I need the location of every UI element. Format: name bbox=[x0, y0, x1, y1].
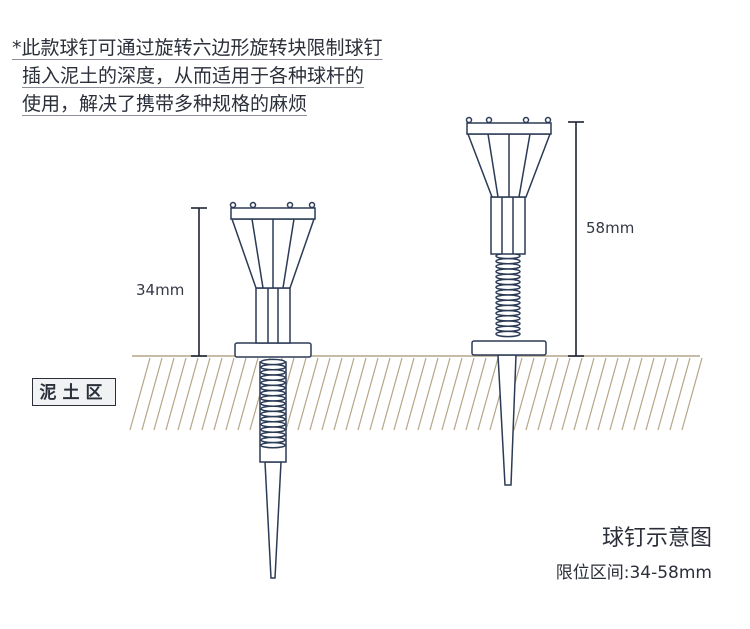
hatch-line bbox=[441, 357, 463, 431]
hatch-line bbox=[369, 357, 391, 431]
hatch-line bbox=[213, 357, 235, 431]
dimension-label-tall: 58mm bbox=[586, 219, 635, 237]
spring-coil bbox=[260, 374, 286, 381]
spring-coil bbox=[495, 325, 521, 333]
hatch-line bbox=[201, 357, 223, 431]
hatch-line bbox=[165, 357, 187, 431]
hatch-line bbox=[225, 357, 247, 431]
dimension-tall bbox=[568, 121, 584, 357]
spring-coil bbox=[260, 441, 286, 449]
hatch-line bbox=[393, 357, 415, 431]
spring-coil bbox=[495, 309, 521, 317]
hatch-line bbox=[141, 357, 163, 431]
note-line-1: *此款球钉可通过旋转六边形旋转块限制球钉 bbox=[12, 37, 383, 59]
spring-coil bbox=[495, 315, 521, 322]
spring-coil bbox=[260, 436, 286, 444]
hatch-line bbox=[657, 357, 679, 431]
spring-coil bbox=[495, 320, 521, 327]
hatch-line bbox=[381, 357, 403, 431]
diagram-caption: 球钉示意图 bbox=[601, 526, 712, 551]
hatch-line bbox=[537, 357, 559, 431]
hatch-line bbox=[633, 357, 655, 431]
hatch-line bbox=[465, 357, 487, 431]
hatch-line bbox=[513, 357, 535, 431]
spring-coil bbox=[260, 389, 286, 397]
hatch-line bbox=[549, 357, 571, 431]
hatch-line bbox=[297, 357, 319, 431]
hatch-line bbox=[345, 357, 367, 431]
hatch-line bbox=[405, 357, 427, 431]
hatch-line bbox=[597, 357, 619, 431]
hatch-line bbox=[585, 357, 607, 431]
limit-range-text: 限位区间:34-58mm bbox=[555, 563, 712, 583]
hatch-line bbox=[681, 357, 703, 431]
spring-coil bbox=[495, 294, 521, 301]
spring-coil bbox=[260, 405, 286, 413]
spring-coil bbox=[260, 410, 286, 418]
soil-hatching bbox=[129, 357, 703, 431]
hatch-line bbox=[573, 357, 595, 431]
hatch-line bbox=[645, 357, 667, 431]
hatch-line bbox=[525, 357, 547, 431]
hatch-line bbox=[357, 357, 379, 431]
spring-coil bbox=[495, 263, 521, 270]
spring-coil bbox=[260, 400, 286, 407]
spring-coil bbox=[260, 395, 286, 402]
hatch-line bbox=[417, 357, 439, 431]
spring-coil bbox=[260, 358, 286, 366]
spring-coil bbox=[260, 384, 286, 392]
spring-coil bbox=[495, 299, 521, 307]
note-line-2: 插入泥土的深度，从而适用于各种球杆的 bbox=[22, 65, 365, 87]
soil-zone-label: 泥土区 bbox=[32, 378, 116, 406]
hatch-line bbox=[561, 357, 583, 431]
dimension-label-short: 34mm bbox=[136, 281, 185, 299]
hatch-line bbox=[669, 357, 691, 431]
spring-coil bbox=[260, 421, 286, 428]
spring-coil bbox=[495, 330, 521, 338]
tee-tall bbox=[465, 116, 552, 486]
hatch-line bbox=[333, 357, 355, 431]
spring-coil bbox=[495, 257, 521, 265]
spring-coil bbox=[495, 304, 521, 312]
note-line-3: 使用，解决了携带多种规格的麻烦 bbox=[22, 93, 308, 115]
hatch-line bbox=[309, 357, 331, 431]
spring-coil bbox=[495, 268, 521, 275]
dimension-short bbox=[191, 207, 207, 357]
spring-coil bbox=[495, 273, 521, 281]
hatch-line bbox=[477, 357, 499, 431]
spring-coil bbox=[260, 431, 286, 439]
spring-coil bbox=[260, 369, 286, 376]
hatch-line bbox=[453, 357, 475, 431]
hatch-line bbox=[429, 357, 451, 431]
spring-coil bbox=[260, 415, 286, 423]
hatch-line bbox=[177, 357, 199, 431]
spring-coil bbox=[495, 278, 521, 286]
spring-coil bbox=[495, 289, 521, 296]
spring-coil bbox=[495, 283, 521, 291]
spring-coil bbox=[260, 379, 286, 387]
hatch-line bbox=[129, 357, 151, 431]
spring-coil bbox=[260, 426, 286, 433]
hatch-line bbox=[321, 357, 343, 431]
description-note: *此款球钉可通过旋转六边形旋转块限制球钉 插入泥土的深度，从而适用于各种球杆的 … bbox=[12, 34, 452, 118]
hatch-line bbox=[189, 357, 211, 431]
hatch-line bbox=[621, 357, 643, 431]
hatch-line bbox=[285, 357, 307, 431]
spring-coil bbox=[260, 363, 286, 371]
hatch-line bbox=[609, 357, 631, 431]
hatch-line bbox=[153, 357, 175, 431]
tee-short bbox=[229, 201, 316, 579]
hatch-line bbox=[237, 357, 259, 431]
